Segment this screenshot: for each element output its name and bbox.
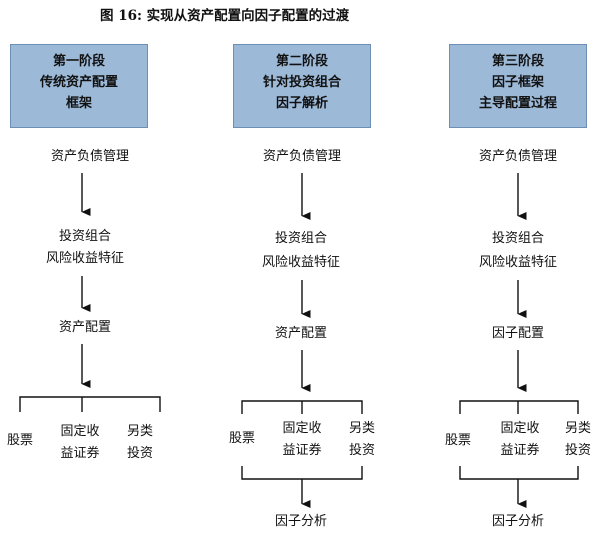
stage-3-line-2: 因子框架 [491, 75, 544, 90]
stage-3-split-alternative-line-2: 投资 [564, 443, 591, 458]
stage-2-split-alternative-line-1: 另类 [348, 421, 375, 436]
stage-2-merge-bracket [241, 466, 363, 480]
stage-1-step-portfolio: 投资组合 [58, 229, 111, 244]
stage-3-split-fixed-income-line-2: 益证券 [500, 443, 540, 458]
stage-2-step-alm: 资产负债管理 [262, 149, 341, 164]
stage-1-header: 第一阶段 传统资产配置 框架 [10, 44, 148, 128]
stage-2-split-fixed-income-line-2: 益证券 [282, 443, 322, 458]
stage-1-step-risk-return: 风险收益特征 [45, 251, 124, 266]
stage-3-final-factor-analysis: 因子分析 [491, 514, 544, 529]
stage-3-title: 第三阶段 [491, 54, 544, 69]
stage-2-split-stocks: 股票 [228, 431, 255, 446]
stage-1-split-fixed-income-line-2: 益证券 [60, 446, 100, 461]
stage-3-line-3: 主导配置过程 [478, 96, 557, 111]
stage-3-step-alm: 资产负债管理 [478, 149, 557, 164]
stage-1-split-stocks: 股票 [6, 433, 33, 448]
stage-3-split-fixed-income-line-1: 固定收 [500, 421, 540, 436]
stage-1-step-alm: 资产负债管理 [50, 149, 129, 164]
stage-2-step-risk-return: 风险收益特征 [261, 255, 340, 270]
stage-3-step-portfolio: 投资组合 [491, 231, 544, 246]
figure-title: 图 16: 实现从资产配置向因子配置的过渡 [100, 8, 350, 24]
stage-1-title: 第一阶段 [52, 54, 105, 69]
stage-3-step-factor-allocation: 因子配置 [491, 326, 544, 341]
stage-3-merge-bracket [459, 466, 579, 480]
stage-2-step-allocation: 资产配置 [274, 326, 327, 341]
stage-2-split-alternative-line-2: 投资 [348, 443, 375, 458]
stage-2-final-factor-analysis: 因子分析 [274, 514, 327, 529]
stage-1-line-2: 传统资产配置 [39, 75, 118, 90]
stage-2-line-3: 因子解析 [275, 96, 328, 111]
stage-1-split-fixed-income-line-1: 固定收 [60, 424, 100, 439]
stage-1-split-bracket [19, 396, 161, 412]
stage-1-step-allocation: 资产配置 [58, 320, 111, 335]
stage-1-line-3: 框架 [65, 96, 92, 111]
stage-1-split-alternative-line-1: 另类 [126, 424, 153, 439]
stage-3-step-risk-return: 风险收益特征 [478, 255, 557, 270]
stage-2-split-fixed-income-line-1: 固定收 [282, 421, 322, 436]
stage-3-header: 第三阶段 因子框架 主导配置过程 [449, 44, 587, 128]
stage-2-title: 第二阶段 [275, 54, 328, 69]
stage-3-split-bracket [459, 400, 579, 414]
stage-2-step-portfolio: 投资组合 [274, 231, 327, 246]
stage-3-split-stocks: 股票 [444, 433, 471, 448]
stage-1-split-alternative-line-2: 投资 [126, 446, 153, 461]
stage-3-split-alternative-line-1: 另类 [564, 421, 591, 436]
stage-2-header: 第二阶段 针对投资组合 因子解析 [233, 44, 371, 128]
stage-2-line-2: 针对投资组合 [262, 75, 341, 90]
